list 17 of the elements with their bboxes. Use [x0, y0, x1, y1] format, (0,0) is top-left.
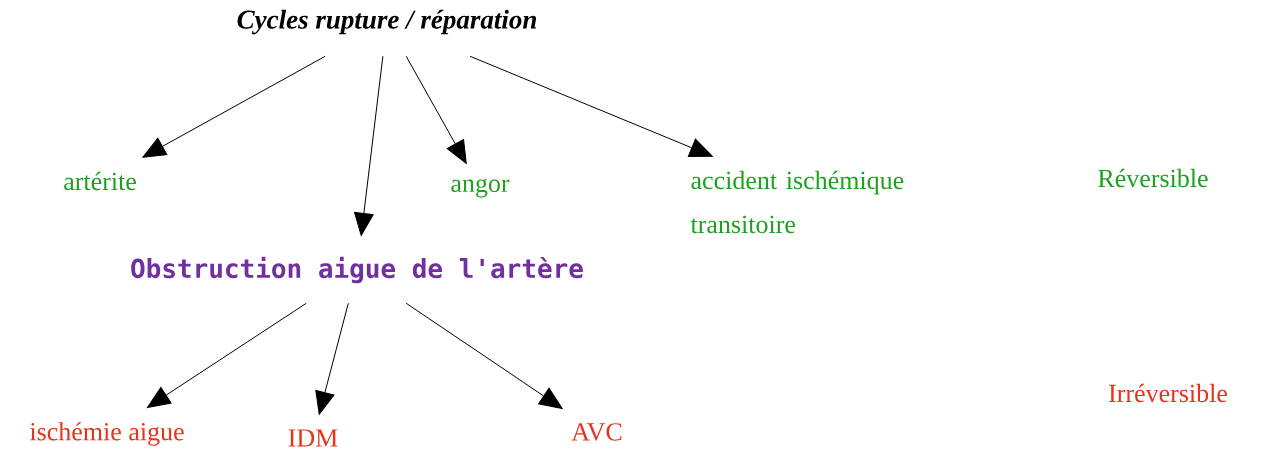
arrow [142, 55, 326, 158]
heading: Cycles rupture / réparation [237, 9, 537, 35]
state-label: Irréversible [1109, 383, 1227, 403]
arrow [354, 55, 384, 236]
outcome-label: IDM [288, 429, 338, 447]
outcome-label: ischémie aigue [29, 422, 184, 446]
arrow [405, 302, 563, 409]
outcome-label: accident ischémique transitoire [690, 170, 904, 234]
outcome-label: artérite [64, 171, 136, 191]
arrow [469, 55, 713, 158]
state-label: Réversible [1098, 168, 1208, 188]
arrow [146, 302, 307, 408]
outcome-label: AVC [571, 423, 622, 441]
arrow [405, 55, 467, 164]
outcome-label: angor [451, 178, 510, 198]
arrow [315, 302, 349, 415]
central-event-label: Obstruction aigue de l'artère [131, 256, 583, 284]
